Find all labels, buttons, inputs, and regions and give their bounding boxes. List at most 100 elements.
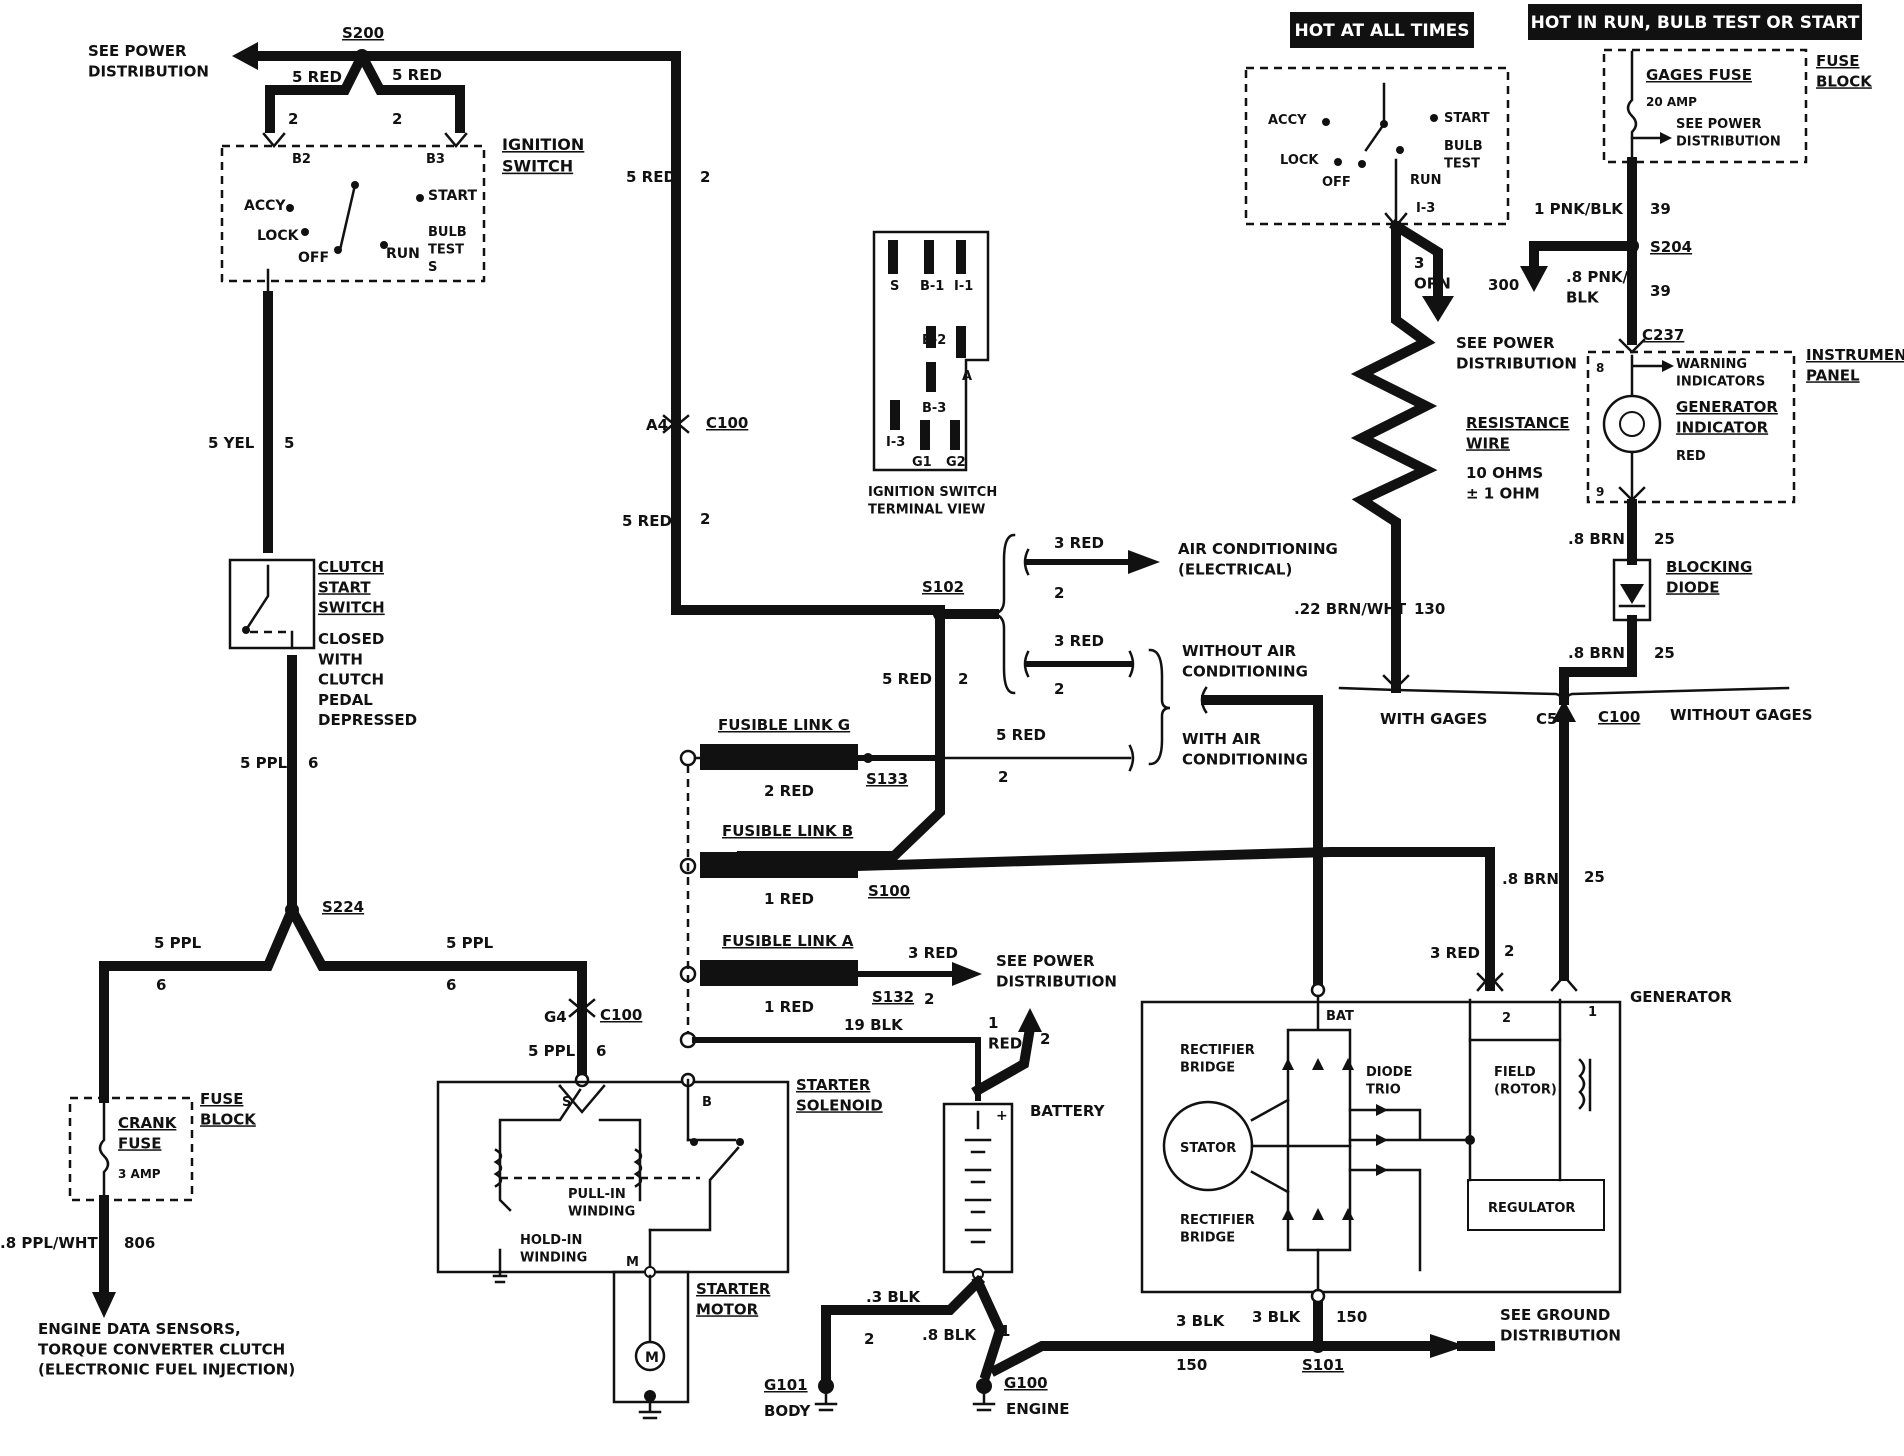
svg-text:2: 2 — [1502, 1011, 1511, 1026]
svg-text:.8 PPL/WHT: .8 PPL/WHT — [0, 1234, 98, 1252]
air-conditioning-label: AIR CONDITIONING(ELECTRICAL) — [1178, 540, 1338, 578]
svg-text:3 AMP: 3 AMP — [118, 1167, 161, 1181]
text-line: SWITCH — [318, 599, 385, 617]
instrument-panel-label: INSTRUMENTPANEL — [1806, 346, 1904, 384]
svg-text:FUSIBLE LINK B: FUSIBLE LINK B — [722, 822, 853, 840]
svg-text:START: START — [1444, 111, 1490, 126]
svg-text:5: 5 — [284, 434, 294, 452]
wire-ppl-down — [285, 655, 299, 917]
svg-text:.8 BLK: .8 BLK — [922, 1326, 977, 1344]
crank-fuse-block — [68, 1096, 194, 1202]
svg-text:150: 150 — [1336, 1308, 1367, 1326]
svg-text:5 RED: 5 RED — [622, 512, 672, 530]
svg-text:39: 39 — [1650, 200, 1671, 218]
svg-text:.8 BRN: .8 BRN — [1568, 530, 1625, 548]
svg-text:I-3: I-3 — [886, 435, 905, 450]
resistance-value: 10 OHMS± 1 OHM — [1466, 464, 1543, 502]
svg-text:S204: S204 — [1650, 238, 1692, 256]
svg-text:B-3: B-3 — [922, 401, 946, 416]
svg-text:C100: C100 — [600, 1006, 642, 1024]
text-line: WINDING — [568, 1205, 635, 1220]
wire-see-power-distribution-top — [232, 42, 945, 615]
wire-pnk-blk — [1520, 157, 1646, 354]
text-line: DEPRESSED — [318, 711, 417, 729]
wire-s200-to-ignition — [265, 49, 465, 133]
clutch-start-switch — [228, 558, 316, 650]
svg-text:C5: C5 — [1536, 710, 1557, 728]
svg-text:FUSIBLE LINK A: FUSIBLE LINK A — [722, 932, 854, 950]
svg-text:S133: S133 — [866, 770, 908, 788]
svg-text:G101: G101 — [764, 1376, 808, 1394]
resistance-wire — [1350, 221, 1438, 693]
fusible-link-a — [679, 960, 982, 986]
svg-text:A4: A4 — [646, 416, 668, 434]
generator-ground — [1311, 1291, 1495, 1358]
wire-brn-to-c100 — [1559, 499, 1652, 705]
c100-connector-upper — [662, 414, 690, 434]
engine-data-sensors: ENGINE DATA SENSORS,TORQUE CONVERTER CLU… — [38, 1320, 295, 1379]
svg-text:REGULATOR: REGULATOR — [1488, 1201, 1575, 1216]
svg-text:5 PPL: 5 PPL — [154, 934, 202, 952]
svg-text:M: M — [645, 1350, 659, 1366]
svg-text:WITH GAGES: WITH GAGES — [1380, 710, 1487, 728]
svg-text:1 PNK/BLK: 1 PNK/BLK — [1534, 200, 1624, 218]
fusible-link-b — [679, 847, 1504, 991]
text-line: TERMINAL VIEW — [868, 503, 985, 518]
text-line: SOLENOID — [796, 1096, 883, 1114]
wire-gen-2 — [1476, 974, 1504, 992]
svg-text:M: M — [626, 1255, 639, 1270]
text-line: DISTRIBUTION — [996, 972, 1117, 990]
text-line: DISTRIBUTION — [1676, 135, 1781, 150]
svg-text:5 RED: 5 RED — [626, 168, 676, 186]
text-line: START — [318, 578, 371, 596]
svg-text:3 RED: 3 RED — [1054, 534, 1104, 552]
text-line: DISTRIBUTION — [1500, 1326, 1621, 1344]
text-line: (ELECTRICAL) — [1178, 560, 1292, 578]
battery — [942, 1102, 1014, 1280]
text-line: MOTOR — [696, 1300, 759, 1318]
svg-text:BATTERY: BATTERY — [1030, 1102, 1106, 1120]
svg-text:5 RED: 5 RED — [292, 68, 342, 86]
svg-text:B3: B3 — [426, 152, 445, 167]
generator — [1140, 982, 1622, 1304]
text-line: BRIDGE — [1180, 1231, 1235, 1246]
svg-text:.8 BRN: .8 BRN — [1502, 870, 1559, 888]
svg-text:6: 6 — [308, 754, 318, 772]
svg-text:19 BLK: 19 BLK — [844, 1016, 904, 1034]
svg-text:OFF: OFF — [298, 250, 329, 266]
svg-text:2: 2 — [1040, 1030, 1050, 1048]
starter-solenoid — [436, 1072, 790, 1284]
svg-text:6: 6 — [446, 976, 456, 994]
text-line: WINDING — [520, 1251, 587, 1266]
svg-text:25: 25 — [1654, 530, 1675, 548]
text-line: PEDAL — [318, 691, 373, 709]
svg-text:ACCY: ACCY — [1268, 113, 1307, 128]
svg-text:I-3: I-3 — [1416, 201, 1435, 216]
ac-branches — [993, 533, 1160, 695]
svg-text:+: + — [996, 1108, 1008, 1124]
svg-text:S224: S224 — [322, 898, 364, 916]
svg-text:20 AMP: 20 AMP — [1646, 95, 1697, 109]
svg-text:3 BLK: 3 BLK — [1176, 1312, 1226, 1330]
wire-ppl-wht — [92, 1195, 116, 1318]
svg-text:I-1: I-1 — [954, 279, 973, 294]
text-line: CLUTCH — [318, 671, 384, 689]
field-rotor-label: FIELD(ROTOR) — [1494, 1065, 1557, 1098]
text-line: INDICATORS — [1676, 375, 1765, 390]
battery-ground-wires — [814, 1274, 1323, 1412]
text-line: TRIO — [1366, 1083, 1401, 1098]
svg-text:.3 BLK: .3 BLK — [866, 1288, 921, 1306]
svg-text:9: 9 — [1596, 485, 1604, 499]
